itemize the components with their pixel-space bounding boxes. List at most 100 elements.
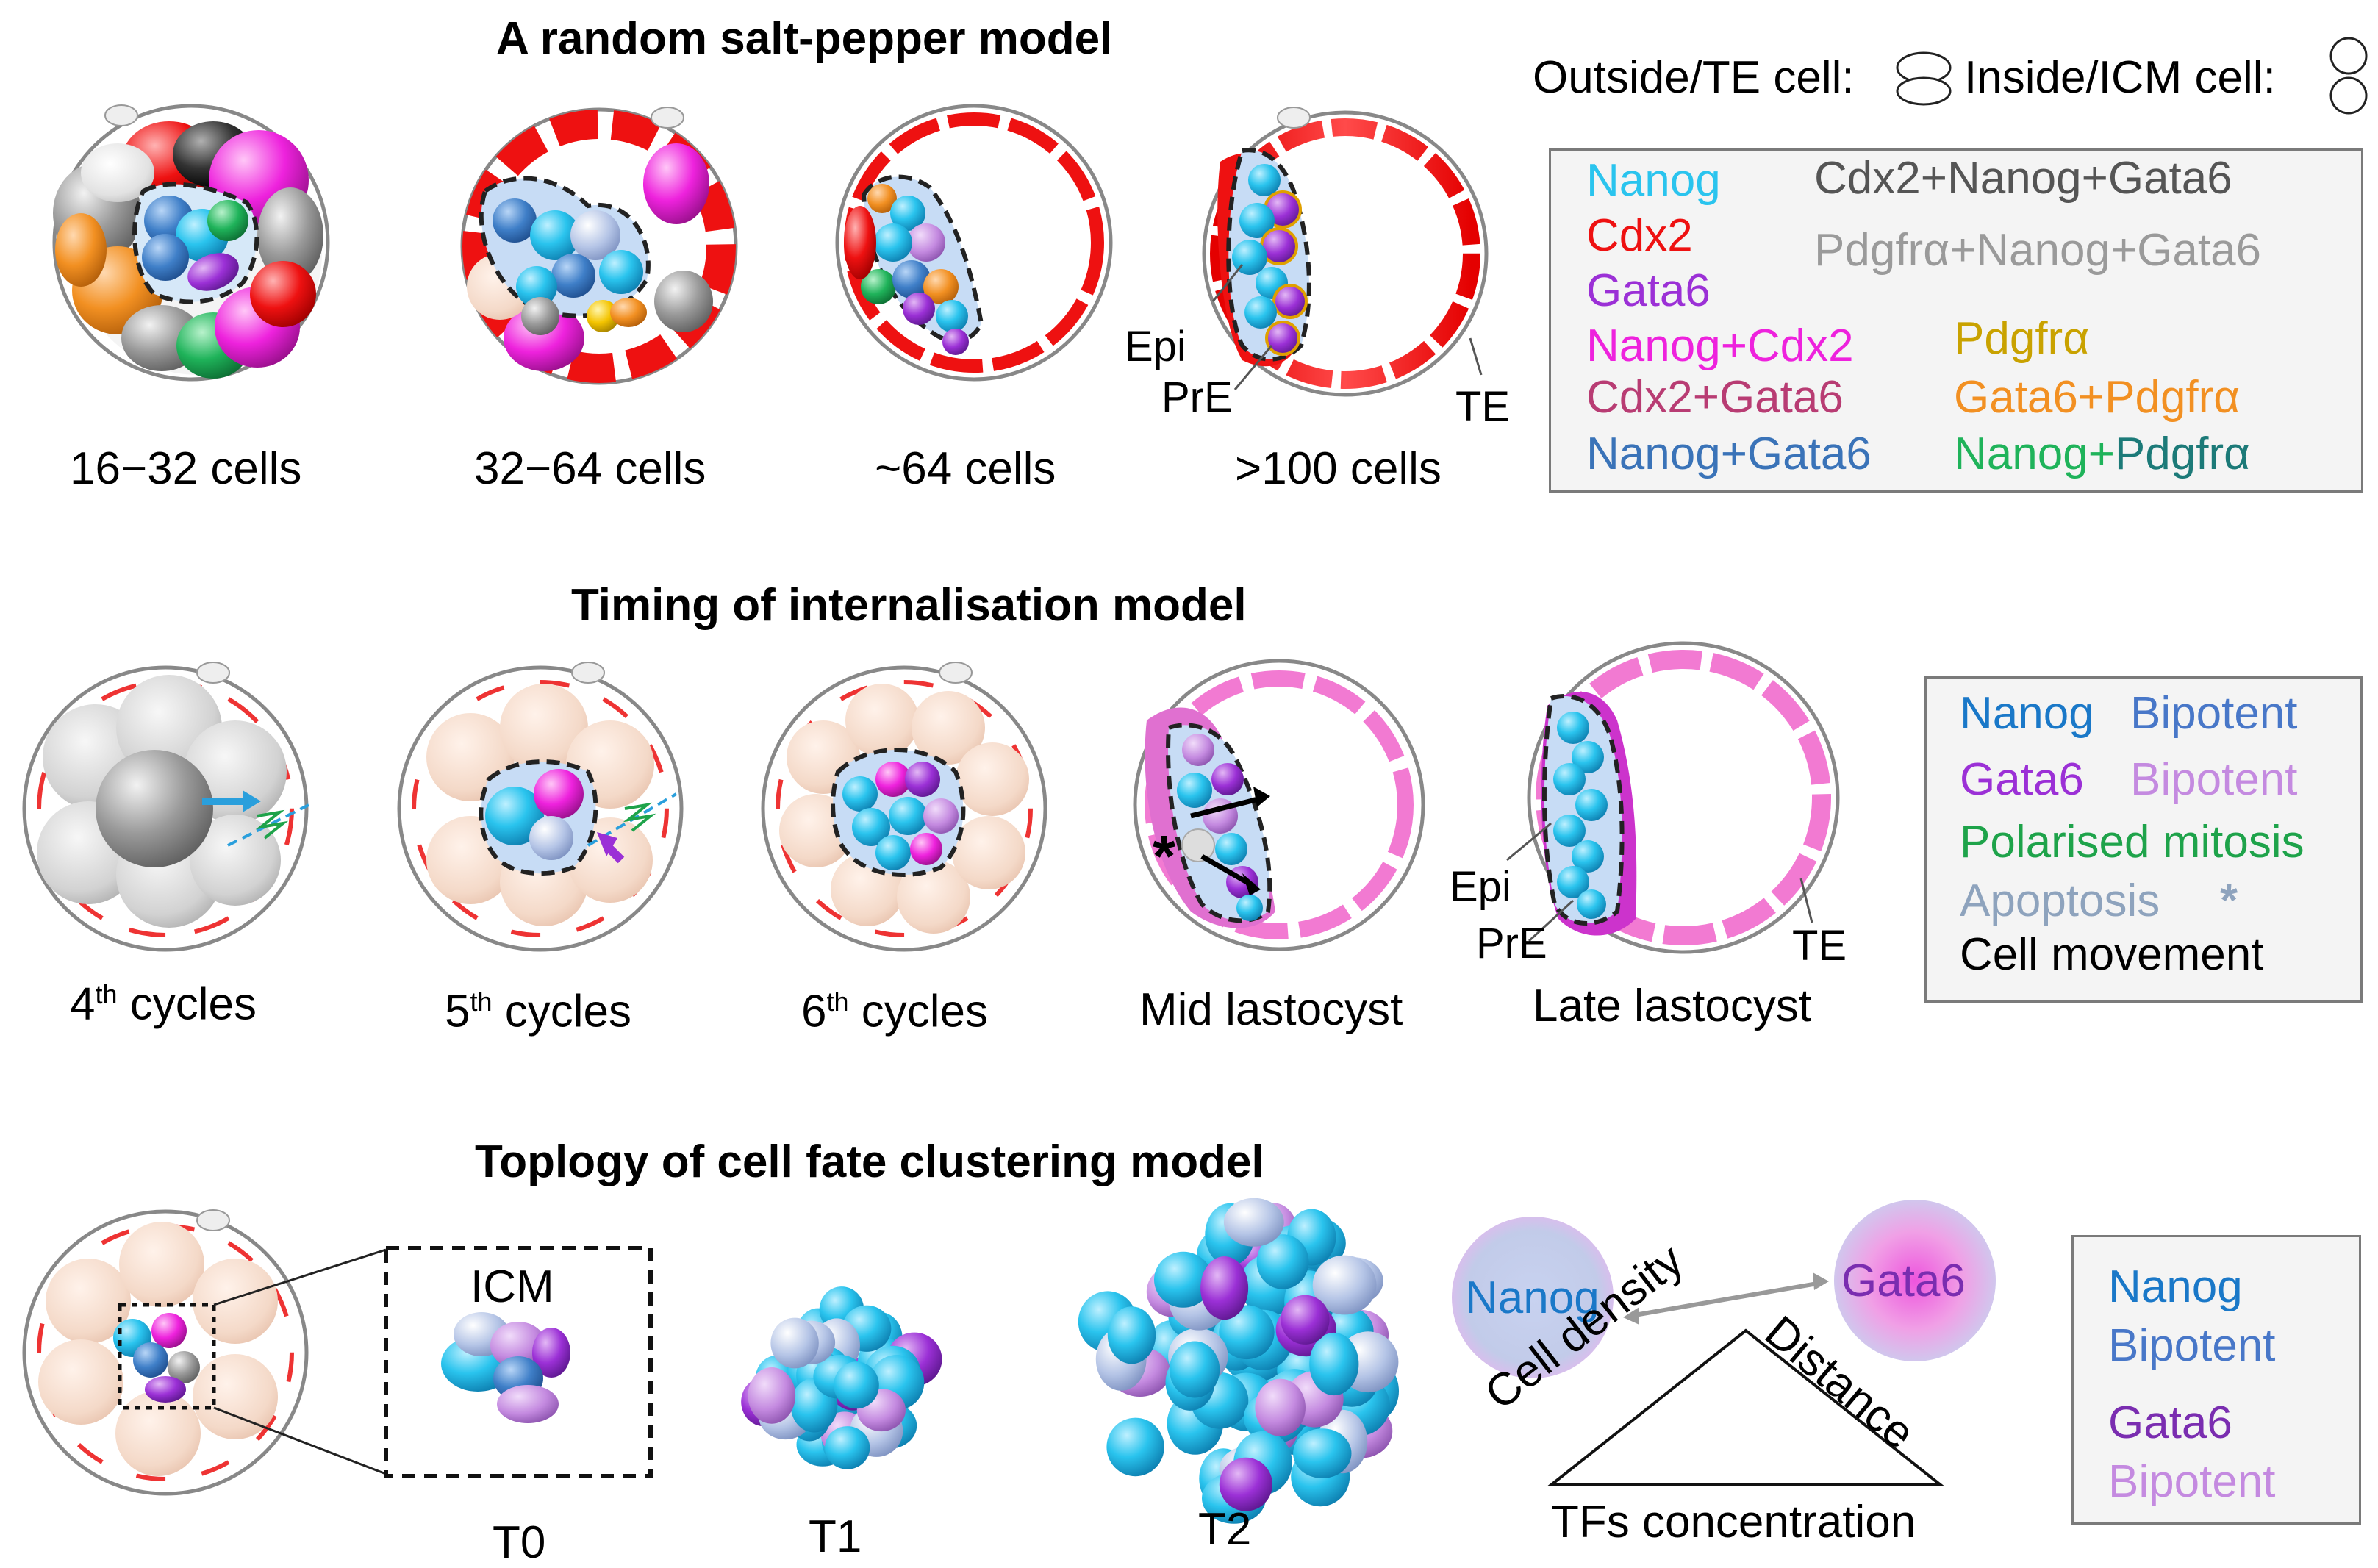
stage-5-num: 5 — [445, 986, 470, 1037]
title-timing: Timing of internalisation model — [571, 580, 1247, 631]
title-topology: Toplogy of cell fate clustering model — [475, 1136, 1264, 1187]
stage-6-sup: th — [826, 987, 849, 1017]
cell — [1223, 1198, 1284, 1247]
cell — [834, 1361, 879, 1409]
cell — [1107, 1306, 1156, 1364]
cell — [1281, 1295, 1330, 1345]
legend1-nanog-cdx2: Nanog+Cdx2 — [1586, 321, 1854, 371]
inside-cell-icon — [2329, 37, 2368, 115]
embryo-late-blastocyst — [1506, 641, 1840, 954]
icm-label: ICM — [470, 1261, 554, 1312]
stage-label-32-64: 32−64 cells — [474, 443, 706, 494]
embryo-5th-cycle — [397, 662, 684, 952]
legend-salt-pepper — [1549, 148, 2363, 493]
stage-label-t1: T1 — [809, 1511, 862, 1562]
legend1-nanog-pdgfra-a: Nanog+ — [1954, 429, 2115, 479]
title-salt-pepper: A random salt-pepper model — [496, 13, 1113, 64]
legend1-gata6: Gata6 — [1586, 265, 1711, 316]
cluster-t2 — [1078, 1198, 1399, 1524]
legend-timing — [1924, 676, 2363, 1003]
legend1-nanog-gata6: Nanog+Gata6 — [1586, 429, 1872, 479]
stage-label-4th: 4th cycles — [70, 981, 257, 1028]
legend3-bipotent-blue: Bipotent — [2108, 1320, 2276, 1371]
label-te-1: TE — [1455, 383, 1511, 431]
cluster-t1 — [741, 1286, 942, 1469]
legend2-movement: Cell movement — [1960, 929, 2264, 980]
cell — [1293, 1428, 1352, 1478]
legend1-gata6-pdgfra: Gata6+Pdgfrα — [1954, 372, 2241, 423]
stage-label-5th: 5th cycles — [445, 989, 631, 1035]
legend2-bipotent-blue: Bipotent — [2130, 688, 2298, 739]
stage-label-late: Late lastocyst — [1533, 981, 1812, 1031]
legend2-bipotent-purple: Bipotent — [2130, 754, 2298, 805]
legend3-bipotent-purple: Bipotent — [2108, 1456, 2276, 1507]
stage-5-suffix: cycles — [492, 986, 631, 1037]
outside-cell-icon — [1896, 51, 1952, 106]
cell — [1219, 1305, 1275, 1360]
stage-label-6th: 6th cycles — [801, 989, 988, 1035]
stage-label-100: >100 cells — [1235, 443, 1442, 494]
legend-topology — [2071, 1235, 2361, 1525]
cell — [770, 1317, 819, 1369]
legend1-nanog-pdgfra-b: Pdgfrα — [2114, 429, 2250, 479]
embryo-topology — [22, 1209, 387, 1496]
icm-inset — [384, 1246, 653, 1478]
embryo-4th-cycle — [22, 662, 309, 952]
inside-cell-label: Inside/ICM cell: — [1964, 52, 2276, 103]
embryo-100 — [1202, 107, 1489, 397]
stage-label-t2: T2 — [1198, 1504, 1252, 1555]
legend1-nanog-pdgfra: Nanog+Pdgfrα — [1954, 432, 2250, 477]
embryo-mid-blastocyst — [1133, 659, 1425, 951]
tf-diagram — [1452, 1200, 1996, 1486]
stage-label-64: ~64 cells — [875, 443, 1056, 494]
cell — [1200, 1256, 1249, 1320]
legend1-cdx2-gata6: Cdx2+Gata6 — [1586, 372, 1844, 423]
legend2-apoptosis: Apoptosis — [1960, 876, 2160, 926]
stage-4-num: 4 — [70, 978, 96, 1030]
cell — [1106, 1417, 1164, 1477]
cell — [748, 1367, 796, 1424]
stage-4-suffix: cycles — [117, 978, 257, 1030]
label-pre-1: PrE — [1161, 373, 1233, 421]
stage-6-suffix: cycles — [848, 986, 988, 1037]
stage-label-t0: T0 — [493, 1517, 546, 1568]
apoptosis-asterisk: * — [1153, 823, 1176, 889]
label-te-2: TE — [1792, 922, 1847, 970]
legend2-asterisk: * — [2220, 876, 2238, 926]
embryo-6th-cycle — [761, 662, 1047, 952]
legend1-pdgfra-nanog-gata6: Pdgfrα+Nanog+Gata6 — [1814, 225, 2262, 276]
bubble-nanog-label: Nanog — [1465, 1272, 1600, 1323]
legend1-pdgfra: Pdgfrα — [1954, 313, 2090, 364]
label-epi-2: Epi — [1450, 863, 1511, 911]
legend2-nanog: Nanog — [1960, 688, 2094, 739]
stage-5-sup: th — [470, 987, 493, 1017]
stage-label-mid: Mid lastocyst — [1139, 984, 1403, 1035]
cell — [825, 1426, 870, 1469]
stage-6-num: 6 — [801, 986, 827, 1037]
cell — [1169, 1341, 1220, 1398]
stage-4-sup: th — [95, 979, 118, 1009]
cell — [1255, 1378, 1306, 1436]
cell — [1309, 1332, 1359, 1396]
label-epi-1: Epi — [1125, 323, 1186, 370]
tf-concentration-label: TFs concentration — [1551, 1497, 1916, 1547]
legend1-nanog: Nanog — [1586, 155, 1721, 206]
label-pre-2: PrE — [1476, 920, 1547, 967]
embryo-64 — [835, 104, 1113, 382]
legend3-gata6: Gata6 — [2108, 1397, 2232, 1448]
outside-cell-label: Outside/TE cell: — [1533, 52, 1855, 103]
embryo-32-64 — [460, 107, 738, 385]
legend1-cdx2-nanog-gata6: Cdx2+Nanog+Gata6 — [1814, 153, 2232, 204]
bubble-gata6-label: Gata6 — [1841, 1256, 1966, 1306]
embryo-16-32 — [52, 104, 330, 382]
stage-label-16-32: 16−32 cells — [70, 443, 302, 494]
cell — [1154, 1251, 1213, 1308]
legend2-polarised: Polarised mitosis — [1960, 817, 2304, 867]
cell — [1256, 1234, 1309, 1289]
cell — [1219, 1457, 1272, 1511]
legend1-cdx2: Cdx2 — [1586, 210, 1693, 261]
legend3-nanog: Nanog — [2108, 1261, 2243, 1312]
legend2-gata6: Gata6 — [1960, 754, 2084, 805]
cell — [1312, 1255, 1377, 1315]
